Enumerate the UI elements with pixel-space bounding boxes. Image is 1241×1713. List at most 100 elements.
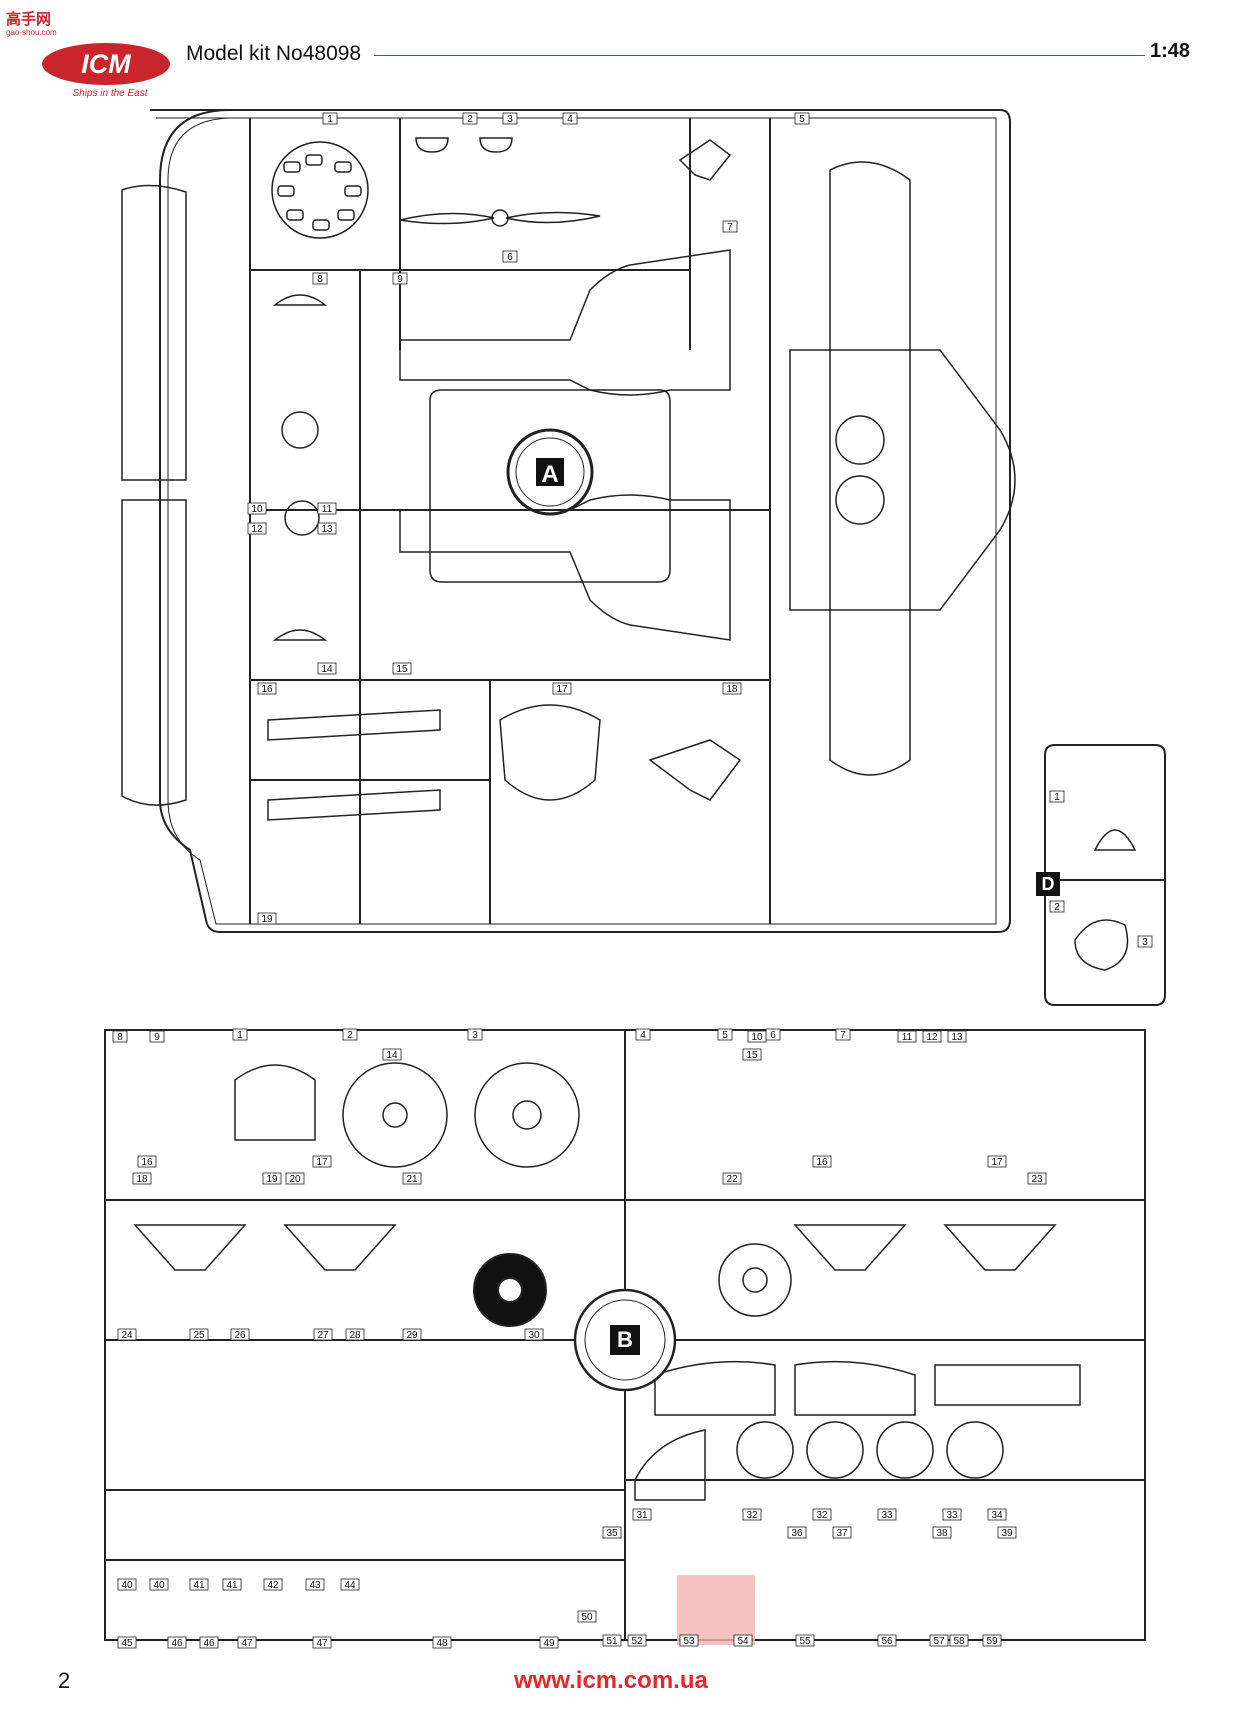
sprue-b-part-number-26: 26: [234, 1330, 246, 1341]
part-a1-engine-cover: [271, 141, 369, 239]
footer-url[interactable]: www.icm.com.ua: [514, 1667, 708, 1694]
sprue-a-part-number-13: 13: [321, 524, 333, 535]
sprue-b-part-number-17: 17: [991, 1157, 1003, 1168]
sprue-b-frame: [104, 1029, 1146, 1641]
sprue-a-part-number-1: 1: [327, 114, 333, 125]
part-a8-part: [272, 294, 328, 306]
sprue-a-part-number-17: 17: [556, 684, 568, 695]
sprue-b-part-number-56: 56: [881, 1636, 893, 1647]
sprue-b-part-number-28: 28: [349, 1330, 361, 1341]
sprue-a-frame: [150, 109, 1011, 933]
part-b32-wheel-1: [736, 1421, 794, 1479]
sprue-a-part-number-9: 9: [397, 274, 403, 285]
part-a11-part: [281, 411, 319, 449]
part-b22-upper-wing-part-2: [794, 1360, 916, 1416]
part-b16-panel: [133, 1224, 247, 1271]
sprue-b-part-number-24: 24: [121, 1330, 133, 1341]
sprue-b-part-number-27: 27: [317, 1330, 329, 1341]
sprue-b-part-number-36: 36: [791, 1528, 803, 1539]
sprue-b-part-number-33: 33: [946, 1510, 958, 1521]
part-a7-fuselage-right-half: [399, 494, 731, 641]
part-a5-tail-small: [678, 139, 732, 181]
sprue-b-part-number-11: 11: [902, 1032, 913, 1043]
sprue-a-part-number-5: 5: [799, 114, 805, 125]
sprue-b-part-number-21: 21: [406, 1174, 418, 1185]
part-d2-part: [1093, 829, 1137, 851]
sprue-b-part-number-52: 52: [631, 1636, 643, 1647]
sprue-a-part-number-2: 2: [467, 114, 473, 125]
sprue-b-part-number-4: 4: [640, 1030, 646, 1041]
sprue-b-part-number-51: 51: [606, 1636, 618, 1647]
sprue-a-part-number-8: 8: [317, 274, 323, 285]
sprue-b-part-number-3: 3: [472, 1030, 478, 1041]
part-b33-wheel-2: [946, 1421, 1004, 1479]
sprue-b-part-number-15: 15: [746, 1050, 758, 1061]
part-a7-fuselage-left-half: [399, 249, 731, 396]
sprue-b-part-number-13: 13: [951, 1032, 963, 1043]
sprue-b-part-number-44: 44: [344, 1580, 356, 1591]
sprue-b-part-number-37: 37: [836, 1528, 848, 1539]
part-a16-strut-upper: [267, 709, 441, 741]
sprue-b-part-number-16: 16: [816, 1157, 828, 1168]
part-a3-window: [479, 137, 513, 153]
sprue-b-part-number-2: 2: [347, 1030, 353, 1041]
part-a14-part: [272, 629, 328, 641]
sprue-a-part-number-16: 16: [261, 684, 273, 695]
sprue-b-part-number-20: 20: [289, 1174, 301, 1185]
sprue-a-part-number-18: 18: [726, 684, 738, 695]
sprue-b-part-number-41: 41: [226, 1580, 238, 1591]
part-a18-part: [648, 739, 742, 801]
part-b17-panel-right: [943, 1224, 1057, 1271]
sprue-a-letter: A: [541, 461, 558, 488]
sprue-b-part-number-41: 41: [193, 1580, 205, 1591]
sprue-b-part-number-23: 23: [1031, 1174, 1043, 1185]
sprue-b-part-number-55: 55: [799, 1636, 811, 1647]
icm-logo: ICM Ships in the East: [42, 43, 170, 99]
sprue-a-part-number-10: 10: [251, 504, 263, 515]
sprue-b-part-number-22: 22: [726, 1174, 738, 1185]
logo-tagline: Ships in the East: [72, 88, 148, 99]
part-b2-wheel: [342, 1062, 448, 1168]
sprue-b-part-number-53: 53: [683, 1636, 695, 1647]
part-a2-window: [415, 137, 449, 153]
sprue-b-part-number-1: 1: [237, 1030, 243, 1041]
sprue-b-part-number-30: 30: [528, 1330, 540, 1341]
sprue-b-part-number-46: 46: [203, 1638, 215, 1649]
sprue-b-part-number-47: 47: [241, 1638, 253, 1649]
part-b16-panel-right: [793, 1224, 907, 1271]
sprue-b-part-number-14: 14: [386, 1050, 398, 1061]
sprue-d-part-number-3: 3: [1142, 937, 1148, 948]
part-a-wing-left: [121, 184, 187, 481]
sprue-b-part-number-19: 19: [266, 1174, 278, 1185]
sprue-a-part-number-12: 12: [251, 524, 263, 535]
sprue-b-part-number-54: 54: [737, 1636, 749, 1647]
watermark-subtext: gao-shou.com: [6, 28, 57, 37]
sprue-b-part-number-42: 42: [267, 1580, 279, 1591]
part-b22-upper-wing-part-1: [654, 1360, 776, 1416]
sprue-b-part-number-32: 32: [746, 1510, 758, 1521]
part-b3-wheel: [474, 1062, 580, 1168]
sprue-b-part-number-33: 33: [881, 1510, 893, 1521]
sprue-b-part-number-48: 48: [436, 1638, 448, 1649]
sprue-b-part-number-7: 7: [840, 1030, 846, 1041]
sprue-b-part-number-17: 17: [316, 1157, 328, 1168]
part-b31-cowl-ring: [634, 1429, 706, 1501]
sprue-d-letter: D: [1042, 874, 1055, 894]
sprue-b-part-number-49: 49: [543, 1638, 555, 1649]
sprue-b-part-number-45: 45: [121, 1638, 133, 1649]
page-number: 2: [58, 1668, 71, 1693]
part-d1-part: [1074, 919, 1129, 971]
header-rule: [374, 55, 1145, 56]
part-b23-floor-panel: [934, 1364, 1081, 1406]
sprue-b-part-number-58: 58: [953, 1636, 965, 1647]
sprue-a-part-number-11: 11: [322, 504, 333, 515]
sprue-b-part-number-29: 29: [406, 1330, 418, 1341]
highlight-parts-51-52: [677, 1575, 755, 1645]
part-b17-panel: [283, 1224, 397, 1271]
sprue-b-part-number-34: 34: [991, 1510, 1003, 1521]
sprue-b-part-number-25: 25: [193, 1330, 205, 1341]
sprue-b-part-number-40: 40: [121, 1580, 133, 1591]
